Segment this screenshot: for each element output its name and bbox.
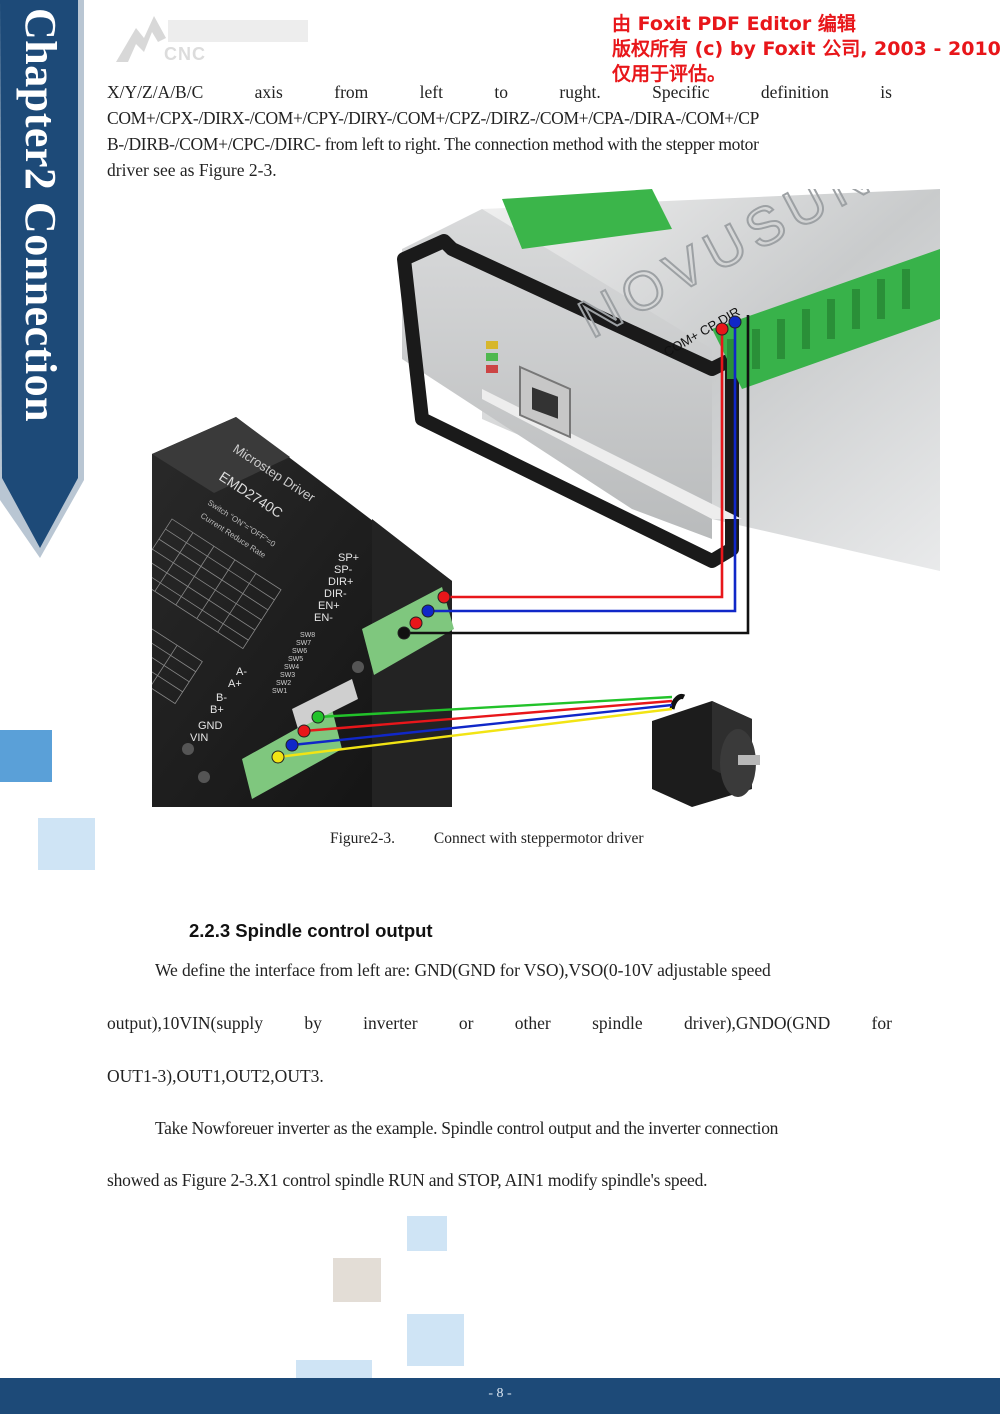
stepper-motor [652, 694, 760, 807]
logo-text: CNC [164, 44, 206, 64]
deco-square [407, 1314, 464, 1366]
caption-label: Figure2-3. [330, 830, 396, 847]
deco-square [38, 818, 95, 870]
driver-motor-label: A+ [228, 678, 242, 690]
connection-diagram: NOVUSUN COM+ CP DIR Microstep Driver EMD… [124, 143, 940, 807]
motor-wire-endpoints [271, 710, 325, 764]
driver-motor-label: A- [236, 666, 247, 678]
driver-signal-label: DIR- [324, 588, 347, 600]
driver-motor-label: B- [216, 692, 227, 704]
section-p2-line1: Take Nowforeuer inverter as the example.… [155, 1118, 779, 1138]
driver-sw-label: SW7 [296, 640, 311, 647]
intro-line-4: driver see as Figure 2-3. [107, 160, 277, 180]
chapter-tab-shape [0, 0, 84, 558]
section-p1-line2: output),10VIN(supply by inverter or othe… [107, 1013, 892, 1033]
driver-sw-label: SW2 [276, 680, 291, 687]
driver-motor-label: GND [198, 720, 223, 732]
page-footer: - 8 - [0, 1378, 1000, 1414]
deco-square [0, 730, 52, 782]
watermark-line: 仅用于评估。 [612, 63, 727, 85]
chapter-tab: Chapter2 Connection [0, 0, 84, 560]
intro-line-2: COM+/CPX-/DIRX-/COM+/CPY-/DIRY-/COM+/CPZ… [107, 108, 760, 128]
deco-square [407, 1216, 447, 1251]
driver-signal-label: EN- [314, 612, 333, 624]
section-p1-line3: OUT1-3),OUT1,OUT2,OUT3. [107, 1066, 324, 1086]
driver-signal-label: EN+ [318, 600, 340, 612]
driver-signal-label: SP- [334, 564, 353, 576]
driver-sw-label: SW4 [284, 664, 299, 671]
connection-figure: NOVUSUN COM+ CP DIR Microstep Driver EMD… [124, 143, 940, 807]
figure-caption: Figure2-3. Connect with steppermotor dri… [330, 830, 644, 848]
deco-square [296, 1360, 372, 1378]
watermark-line: 由 Foxit PDF Editor 编辑 [612, 13, 856, 35]
chapter-title: Chapter2 Connection [16, 8, 65, 423]
editor-watermark: 由 Foxit PDF Editor 编辑 版权所有 (c) by Foxit … [612, 12, 1000, 87]
motor-wires [277, 695, 673, 759]
section-p1-line1: We define the interface from left are: G… [155, 960, 771, 980]
caption-text: Connect with steppermotor driver [433, 830, 644, 847]
deco-square [333, 1258, 381, 1302]
stepper-driver: Microstep Driver EMD2740C Switch "ON"="O… [124, 417, 454, 807]
section-heading: 2.2.3 Spindle control output [189, 920, 433, 941]
driver-sw-label: SW1 [272, 688, 287, 695]
driver-sw-label: SW6 [292, 648, 307, 655]
driver-sw-label: SW3 [280, 672, 295, 679]
driver-sw-label: SW5 [288, 656, 303, 663]
driver-sw-label: SW8 [300, 632, 315, 639]
driver-motor-label: B+ [210, 704, 224, 716]
watermark-line: 版权所有 (c) by Foxit 公司, 2003 - 2010 [612, 38, 1000, 60]
intro-line-3: B-/DIRB-/COM+/CPC-/DIRC- from left to ri… [107, 134, 759, 154]
driver-motor-label: VIN [190, 732, 208, 744]
controller-box: NOVUSUN COM+ CP DIR [397, 143, 940, 571]
company-logo: CNC [108, 8, 308, 74]
section-p2-line2: showed as Figure 2-3.X1 control spindle … [107, 1170, 708, 1190]
wire-endpoints [397, 315, 742, 640]
driver-signal-label: DIR+ [328, 576, 353, 588]
intro-line-1: X/Y/Z/A/B/C axis from left to rught. Spe… [107, 82, 892, 102]
page-number: - 8 - [488, 1386, 512, 1401]
driver-signal-label: SP+ [338, 552, 359, 564]
controller-wires [404, 315, 750, 635]
